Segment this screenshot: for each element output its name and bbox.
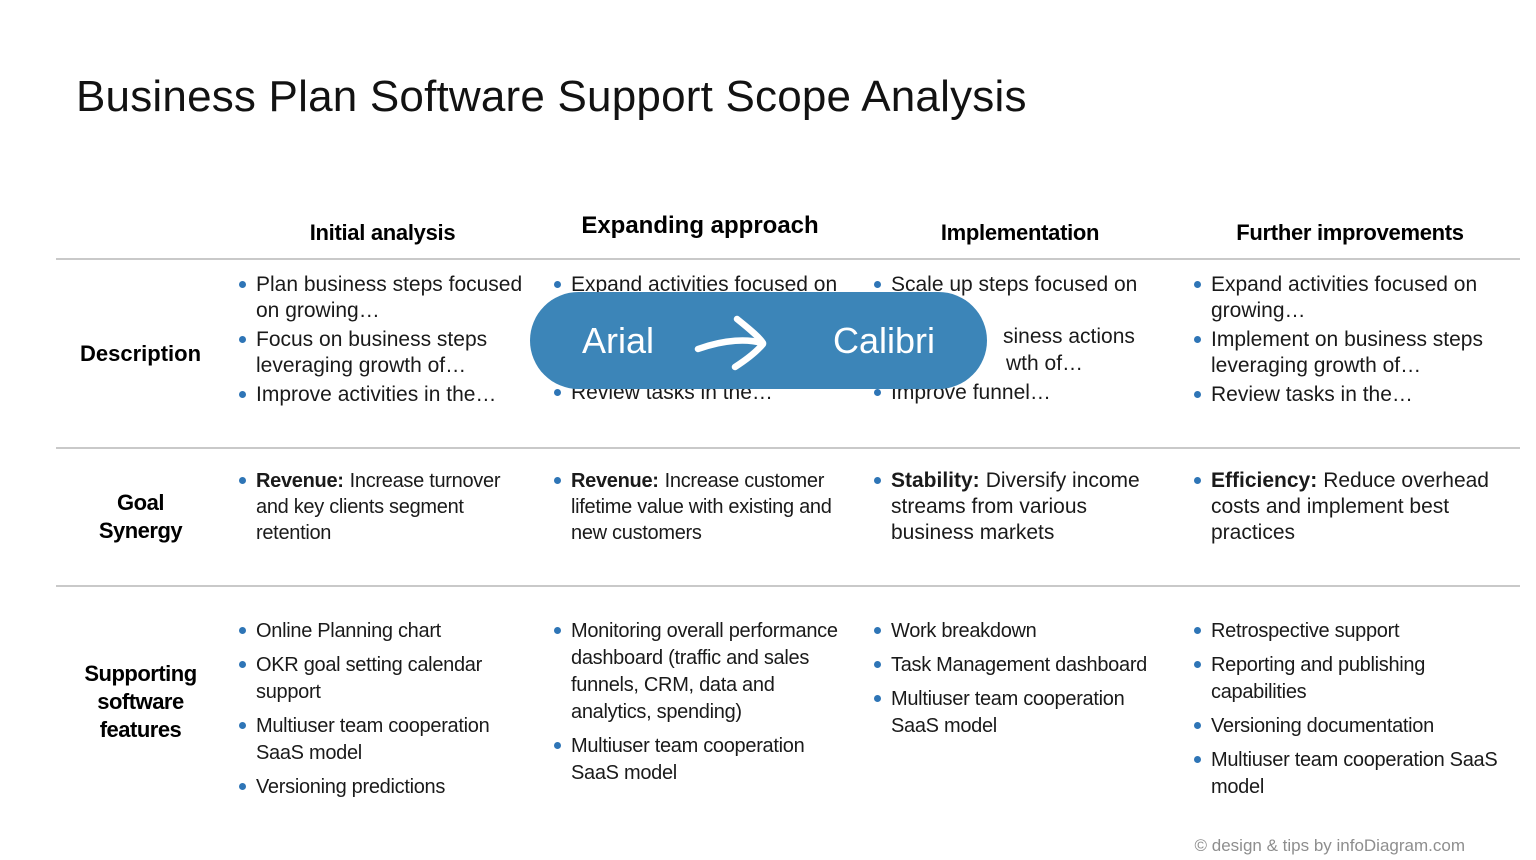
row-label-goal-synergy: Goal Synergy — [98, 490, 183, 543]
features-cell-further: Retrospective support Reporting and publ… — [1180, 587, 1520, 816]
bullet-item: Plan business steps focused on growing… — [237, 272, 526, 324]
bullet-item: Online Planning chart — [237, 618, 526, 645]
goal-cell-expanding: Revenue:Increase customer lifetime value… — [540, 449, 860, 585]
table-row-supporting-features: Supporting software features Online Plan… — [56, 585, 1520, 816]
bullet-item: Multiuser team cooperation SaaS model — [872, 686, 1166, 740]
font-to-label: Calibri — [832, 319, 935, 361]
features-cell-expanding: Monitoring overall performance dashboard… — [540, 587, 860, 816]
goal-lead: Revenue: — [256, 470, 344, 492]
bullet-item: Efficiency:Reduce overhead costs and imp… — [1192, 468, 1506, 546]
goal-cell-initial: Revenue:Increase turnover and key client… — [225, 449, 540, 585]
column-header-implementation: Implementation — [940, 220, 1100, 245]
bullet-item: Multiuser team cooperation SaaS model — [1192, 747, 1506, 801]
page-title: Business Plan Software Support Scope Ana… — [76, 72, 1027, 121]
bullet-item: Task Management dashboard — [872, 652, 1166, 679]
bullet-item: Improve activities in the… — [237, 382, 526, 408]
bullet-item: Expand activities focused on — [552, 272, 846, 298]
bullet-item: Focus on business steps leveraging growt… — [237, 327, 526, 379]
bullet-item: OKR goal setting calendar support — [237, 652, 526, 706]
features-cell-implementation: Work breakdown Task Management dashboard… — [860, 587, 1180, 816]
annotation-pill-font-change: Arial Calibri — [530, 292, 987, 389]
bullet-item: Monitoring overall performance dashboard… — [552, 618, 846, 726]
bullet-item: Retrospective support — [1192, 618, 1506, 645]
bullet-item: Versioning predictions — [237, 774, 526, 801]
table-row-description: Description Plan business steps focused … — [56, 258, 1520, 447]
row-label-description: Description — [79, 340, 202, 366]
bullet-item: Expand activities focused on growing… — [1192, 272, 1506, 324]
font-from-label: Arial — [582, 319, 655, 361]
table-row-goal-synergy: Goal Synergy Revenue:Increase turnover a… — [56, 447, 1520, 585]
desc-cell-further: Expand activities focused on growing… Im… — [1180, 260, 1520, 447]
bullet-item: Revenue:Increase customer lifetime value… — [552, 468, 846, 546]
bullet-item: Multiuser team cooperation SaaS model — [552, 733, 846, 787]
bullet-item: Versioning documentation — [1192, 713, 1506, 740]
features-cell-initial: Online Planning chart OKR goal setting c… — [225, 587, 540, 816]
column-header-further-improvements: Further improvements — [1236, 220, 1464, 245]
footer-credit: © design & tips by infoDiagram.com — [1194, 836, 1465, 855]
goal-cell-further: Efficiency:Reduce overhead costs and imp… — [1180, 449, 1520, 585]
bullet-item: Implement on business steps leveraging g… — [1192, 327, 1506, 379]
column-header-expanding-approach: Expanding approach — [581, 212, 819, 239]
goal-lead: Stability: — [891, 469, 980, 492]
table-header-row: Initial analysis Expanding approach Impl… — [56, 205, 1520, 258]
covered-text-fragment: siness actions — [1003, 325, 1135, 348]
goal-cell-implementation: Stability:Diversify income streams from … — [860, 449, 1180, 585]
column-header-initial-analysis: Initial analysis — [309, 220, 456, 245]
arrow-right-icon — [694, 315, 766, 370]
goal-lead: Efficiency: — [1211, 469, 1318, 492]
scope-analysis-table: Initial analysis Expanding approach Impl… — [56, 205, 1520, 816]
goal-lead: Revenue: — [571, 470, 659, 492]
desc-cell-initial: Plan business steps focused on growing… … — [225, 260, 540, 447]
covered-text-fragment: wth of… — [1006, 352, 1084, 375]
row-label-supporting-features: Supporting software features — [84, 660, 197, 742]
bullet-item: Stability:Diversify income streams from … — [872, 468, 1166, 546]
bullet-item: Scale up steps focused on — [872, 272, 1166, 298]
bullet-item: Multiuser team cooperation SaaS model — [237, 713, 526, 767]
bullet-item: Revenue:Increase turnover and key client… — [237, 468, 526, 546]
bullet-item: Reporting and publishing capabilities — [1192, 652, 1506, 706]
bullet-item: Work breakdown — [872, 618, 1166, 645]
bullet-item: Review tasks in the… — [1192, 382, 1506, 408]
